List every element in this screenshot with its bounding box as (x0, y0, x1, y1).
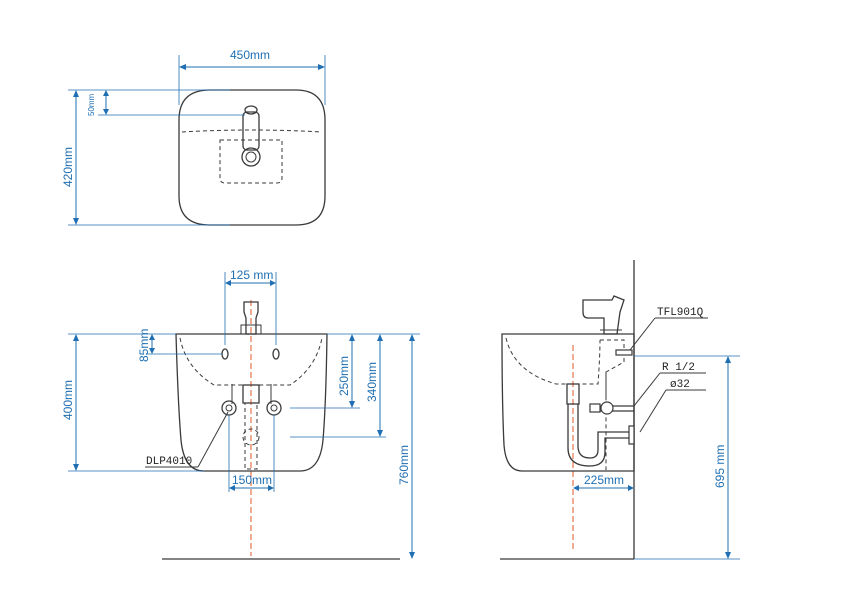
side-hose-fitting (615, 349, 633, 356)
front-valve-right (266, 400, 282, 416)
faucet-callout-leader (629, 317, 656, 351)
thread-callout-leader (633, 372, 661, 407)
dim-depth-arrow-bottom (73, 218, 79, 225)
side-trap-pipe (567, 404, 630, 467)
side-basin-outline (501, 333, 635, 472)
front-tap-hole-right (272, 348, 280, 360)
side-bowl-inner (505, 337, 601, 385)
dim-125-arrow-left (225, 280, 231, 286)
front-bowl-inner (179, 337, 323, 386)
basin-drain-area (219, 139, 283, 184)
dim-760-arrow-top (409, 334, 415, 341)
dim-150-label: 150mm (232, 473, 272, 487)
drain-top-outer (241, 147, 261, 167)
front-valve-left-inner (225, 404, 233, 412)
dim-150-arrow-right (268, 485, 274, 491)
dim-695-arrow-bottom (725, 552, 731, 559)
dim-125-arrow-right (270, 280, 276, 286)
dim-400-label: 400mm (61, 380, 75, 420)
front-drain-body (242, 384, 260, 404)
dim-340-label: 340mm (365, 362, 379, 402)
dim-offset-arrow-bottom (103, 109, 109, 115)
top-view: 450mm 420mm 50mm (61, 48, 326, 226)
front-basin-outline (175, 333, 328, 472)
dim-760-label: 760mm (397, 445, 411, 485)
dim-695-label: 695 mm (713, 445, 727, 488)
front-drain-pipe (244, 402, 258, 470)
faucet-part-label: TFL901Q (657, 307, 704, 319)
basin-inner-rim (181, 129, 323, 133)
dim-340-arrow-top (377, 334, 383, 341)
dim-225-label: 225mm (584, 473, 624, 487)
pipe-part-label: ø32 (670, 379, 690, 391)
dim-400-arrow-bottom (73, 464, 79, 471)
basin-top-outline (178, 89, 326, 226)
dim-85-label: 85mm (137, 329, 151, 362)
front-valve-right-inner (270, 404, 278, 412)
dim-250-label: 250mm (337, 356, 351, 396)
faucet-top-body (242, 111, 260, 151)
faucet-top-handle (244, 105, 258, 115)
thread-part-label: R 1/2 (662, 362, 695, 374)
front-tap-hole-left (221, 348, 229, 360)
dim-85-arrow-top (149, 334, 155, 340)
front-faucet-base (240, 324, 262, 335)
drain-callout-leader (197, 411, 229, 468)
drain-top-inner (245, 151, 257, 163)
dim-695-arrow-top (725, 356, 731, 363)
dim-depth-label: 420mm (61, 147, 75, 187)
dim-offset-label: 50mm (87, 93, 96, 116)
dim-225-arrow-left (573, 485, 579, 491)
dim-85-arrow-bottom (149, 348, 155, 354)
side-trap-flange (628, 425, 635, 445)
dim-width-label: 450mm (230, 48, 270, 62)
side-valve-stem (589, 403, 601, 413)
drain-part-label: DLP4010 (146, 456, 192, 468)
dim-250-arrow-bottom (349, 401, 355, 408)
front-view: 125 mm 85mm 400mm 250mm 340mm 760mm (61, 268, 420, 560)
front-drain-outlet (242, 428, 260, 446)
pipe-callout-leader (639, 389, 667, 433)
dim-150-arrow-left (229, 485, 235, 491)
side-drain-body (566, 383, 580, 405)
side-view: 225mm 695 mm TFL901Q R 1/2 ø32 (500, 260, 740, 560)
dim-250-arrow-top (349, 334, 355, 341)
side-faucet (582, 295, 625, 335)
dim-760-arrow-bottom (409, 552, 415, 559)
front-valve-left (221, 400, 237, 416)
dim-depth-arrow-top (73, 90, 79, 97)
dim-400-arrow-top (73, 334, 79, 341)
dim-125-label: 125 mm (230, 268, 273, 282)
dim-offset-arrow-top (103, 90, 109, 96)
dim-225-arrow-right (628, 485, 634, 491)
dim-width-arrow-right (318, 64, 325, 70)
side-valve (600, 401, 614, 415)
dim-width-arrow-left (179, 64, 186, 70)
dim-340-arrow-bottom (377, 430, 383, 437)
